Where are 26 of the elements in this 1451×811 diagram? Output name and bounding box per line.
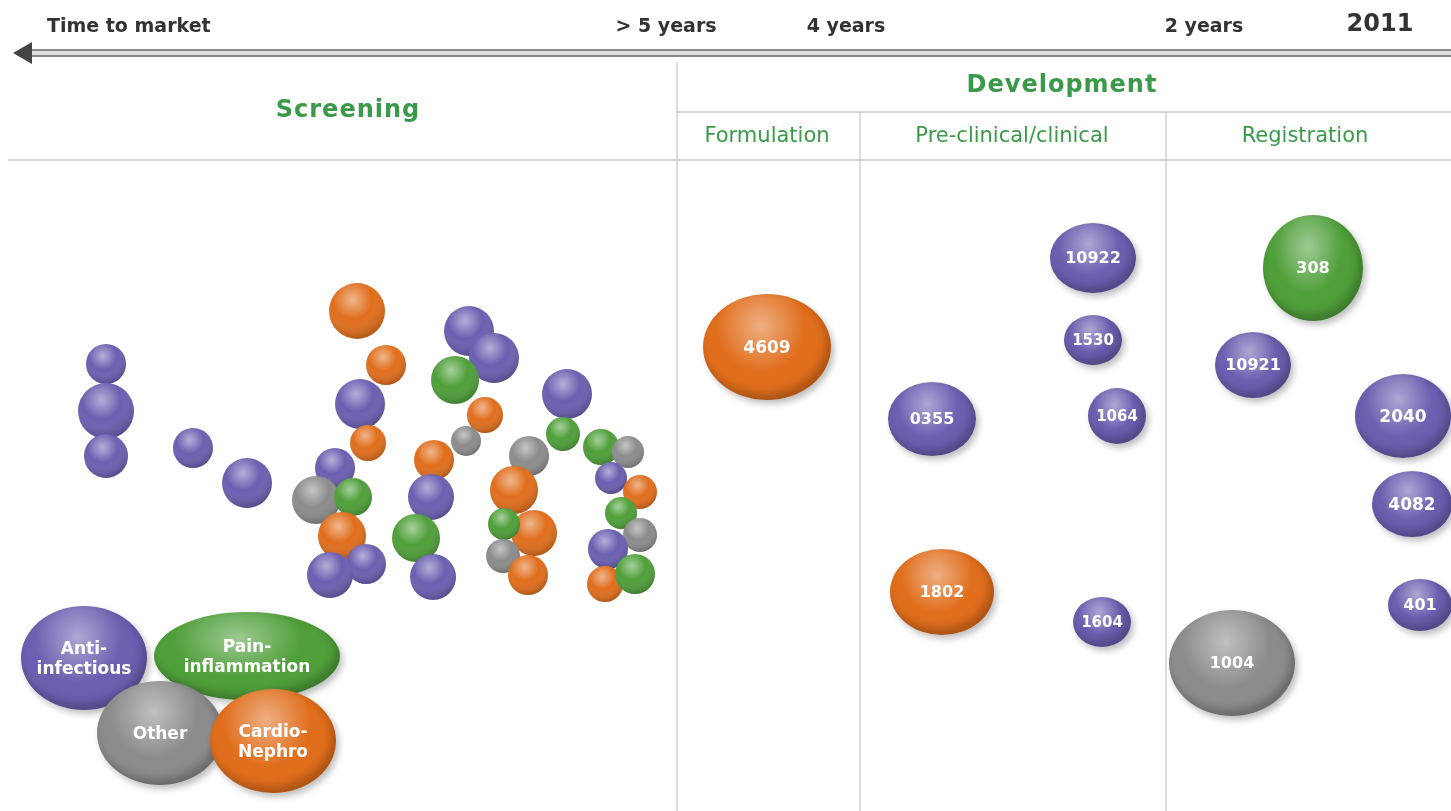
legend-bubble: Pain-inflammation: [154, 612, 340, 700]
column-heading: Screening: [275, 95, 421, 123]
compound-bubble: 10922: [1050, 223, 1136, 293]
compound-bubble: 1004: [1169, 610, 1295, 716]
timeline-label: 4 years: [806, 14, 886, 36]
compound-bubble: 1802: [890, 549, 994, 635]
legend-bubble: Cardio-Nephro: [210, 689, 336, 793]
compound-bubble: 0355: [888, 382, 976, 456]
column-heading: Pre-clinical/clinical: [915, 123, 1109, 147]
column-heading: Development: [966, 70, 1158, 98]
timeline-label: Time to market: [47, 14, 211, 36]
timeline-label: 2011: [1346, 9, 1414, 37]
compound-bubble: 1604: [1073, 597, 1131, 647]
compound-bubble: 4082: [1372, 471, 1451, 537]
compound-bubble: 4609: [703, 294, 831, 400]
timeline-label: 2 years: [1164, 14, 1244, 36]
compound-bubble: 401: [1388, 579, 1451, 631]
timeline-label: > 5 years: [615, 14, 717, 36]
compound-bubble: 2040: [1355, 374, 1451, 458]
column-heading: Registration: [1241, 123, 1369, 147]
column-heading: Formulation: [704, 123, 830, 147]
legend-bubble: Anti-infectious: [21, 606, 147, 710]
compound-bubble: 308: [1263, 215, 1363, 321]
compound-bubble: 1064: [1088, 388, 1146, 444]
compound-bubble: 1530: [1064, 315, 1122, 365]
compound-bubble: 10921: [1215, 332, 1291, 398]
